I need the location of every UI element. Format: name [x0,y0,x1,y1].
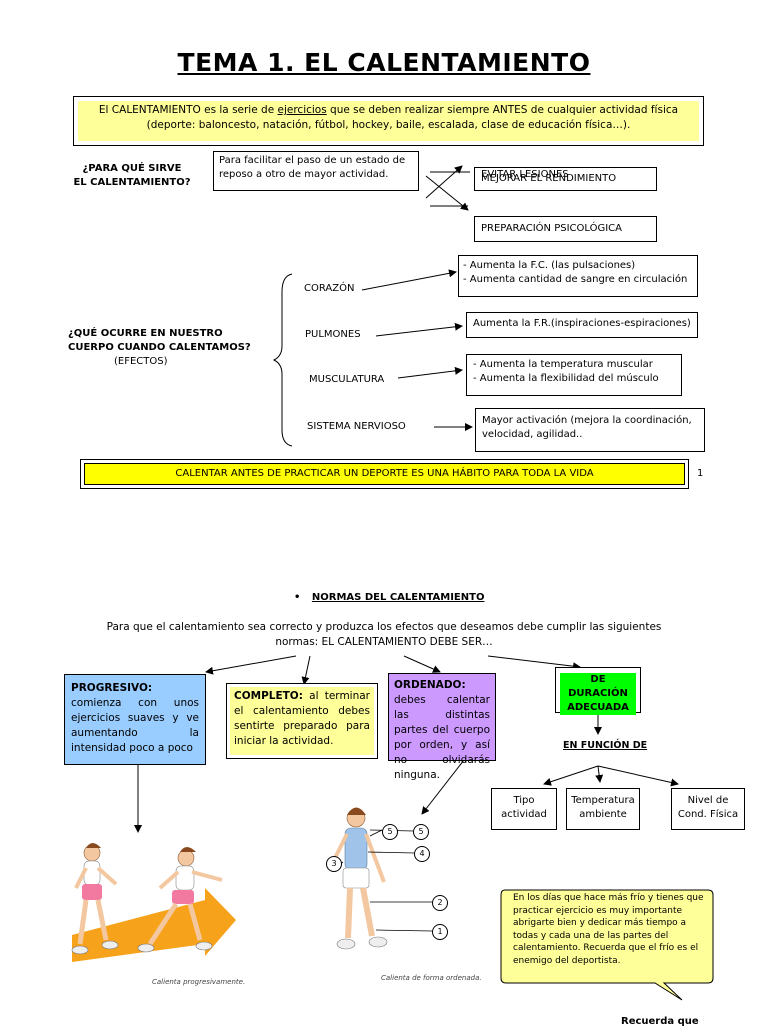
norm-progresivo-body: comienza con unos ejercicios suaves y ve… [71,697,199,754]
effects-question: ¿QUÉ OCURRE EN NUESTRO CUERPO CUANDO CAL… [68,327,268,369]
norms-intro-line2: normas: EL CALENTAMIENTO DEBE SER… [275,636,492,648]
effects-question-line2: CUERPO CUANDO CALENTAMOS? [68,342,251,353]
norms-heading-bullet: • [294,592,300,603]
effect-box-musculatura: - Aumenta la temperatura muscular - Aume… [466,354,682,396]
effect-label-corazon: CORAZÓN [304,283,354,294]
norms-heading: • NORMAS DEL CALENTAMIENTO [294,592,484,603]
effect-nervioso-1: Mayor activación (mejora la coordinación… [482,415,692,426]
effect-corazon-2: - Aumenta cantidad de sangre en circulac… [463,274,687,285]
effect-box-sistema-nervioso: Mayor activación (mejora la coordinación… [475,408,705,452]
marker-4: 4 [414,846,430,862]
norm-ordenado-body: debes calentar las distintas partes del … [394,694,490,781]
purpose-box-2: PREPARACIÓN PSICOLÓGICA [474,216,657,242]
page-number: 1 [697,468,703,479]
purpose-question-line1: ¿PARA QUÉ SIRVE [83,163,182,174]
effects-question-line3: (EFECTOS) [68,356,168,367]
norm-card-progresivo: PROGRESIVO: comienza con unos ejercicios… [64,674,206,765]
effect-musculatura-2: - Aumenta la flexibilidad del músculo [473,373,659,384]
marker-3: 3 [326,856,342,872]
purpose-answer-box: Para facilitar el paso de un estado de r… [213,151,419,191]
marker-2: 2 [432,895,448,911]
effect-label-musculatura: MUSCULATURA [309,374,384,385]
norm-card-ordenado: ORDENADO: debes calentar las distintas p… [388,673,496,761]
purpose-question-line2: EL CALENTAMIENTO? [73,177,190,188]
factor-3-line1: Nivel de [688,795,729,806]
effect-corazon-1: - Aumenta la F.C. (las pulsaciones) [463,260,635,271]
norm-progresivo-title: PROGRESIVO: [71,682,152,694]
bottom-cut-text: Recuerda que [621,1016,699,1027]
effect-label-pulmones: PULMONES [305,329,361,340]
purpose-box-1: EVITAR LESIONES MEJORAR EL RENDIMIENTO [474,167,657,191]
factor-1-line1: Tipo [513,795,534,806]
function-label: EN FUNCIÓN DE [563,740,647,751]
caption-ordered: Calienta de forma ordenada. [381,974,482,982]
norm-duracion-title: DE DURACIÓN ADECUADA [560,673,636,715]
norm-completo-inner: COMPLETO: al terminar el calentamiento d… [230,687,374,755]
norm-card-completo: COMPLETO: al terminar el calentamiento d… [226,683,378,759]
marker-5a: 5 [382,824,398,840]
marker-1: 1 [432,924,448,940]
marker-5b: 5 [413,824,429,840]
factor-1-line2: actividad [501,809,547,820]
effect-nervioso-2: velocidad, agilidad.. [482,429,582,440]
norm-completo-title: COMPLETO: [234,690,303,702]
purpose-box1-b: MEJORAR EL RENDIMIENTO [481,172,616,186]
norms-heading-text: NORMAS DEL CALENTAMIENTO [312,592,485,603]
effect-musculatura-1: - Aumenta la temperatura muscular [473,359,653,370]
norm-ordenado-title: ORDENADO: [394,679,466,691]
factor-2-line2: ambiente [579,809,627,820]
effects-question-line1: ¿QUÉ OCURRE EN NUESTRO [68,328,223,339]
effect-box-pulmones: Aumenta la F.R.(inspiraciones-espiracion… [466,312,698,338]
cold-weather-callout: En los días que hace más frío y tienes q… [513,892,709,967]
effect-box-corazon: - Aumenta la F.C. (las pulsaciones) - Au… [458,255,698,297]
caption-progressive: Calienta progresivamente. [152,978,245,986]
factor-condicion-fisica: Nivel de Cond. Física [671,788,745,830]
factor-2-line1: Temperatura [571,795,635,806]
effect-label-sistema-nervioso: SISTEMA NERVIOSO [307,421,406,432]
factor-temperatura: Temperatura ambiente [566,788,640,830]
norms-intro: Para que el calentamiento sea correcto y… [0,620,768,650]
norm-card-duracion: DE DURACIÓN ADECUADA [555,667,641,713]
habit-banner-text: CALENTAR ANTES DE PRACTICAR UN DEPORTE E… [84,463,685,485]
norms-intro-line1: Para que el calentamiento sea correcto y… [107,621,662,633]
factor-tipo-actividad: Tipo actividad [491,788,557,830]
factor-3-line2: Cond. Física [678,809,738,820]
habit-banner: CALENTAR ANTES DE PRACTICAR UN DEPORTE E… [80,459,689,489]
purpose-question: ¿PARA QUÉ SIRVE EL CALENTAMIENTO? [62,162,202,190]
